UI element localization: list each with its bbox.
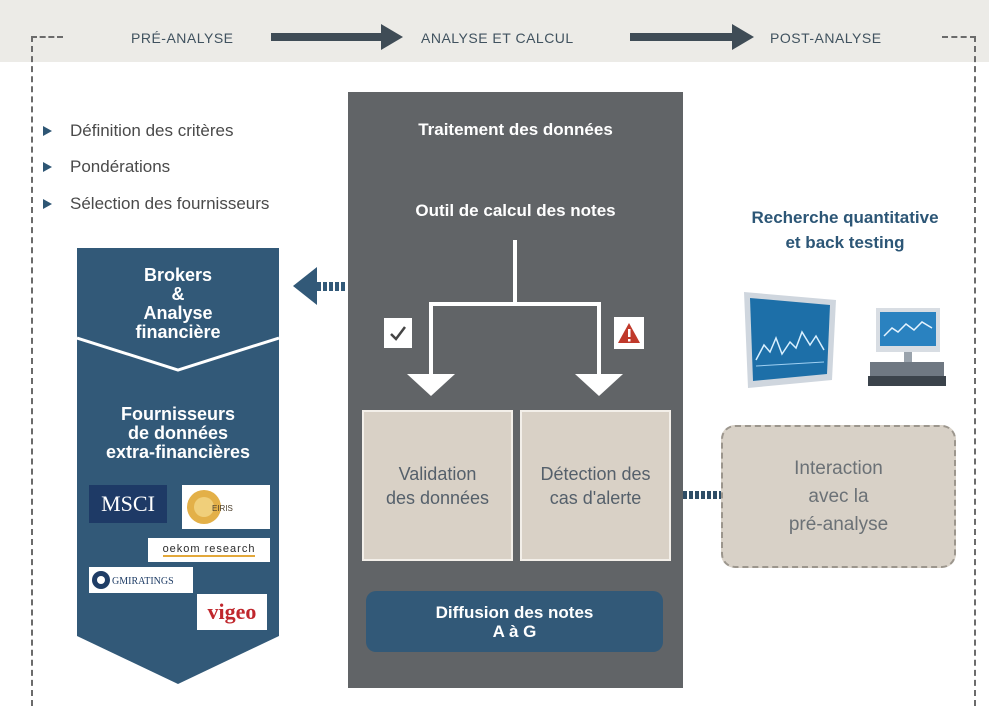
score-diffusion-box: Diffusion des notes A à G — [366, 591, 663, 652]
phase-pre-analyse: PRÉ-ANALYSE — [131, 30, 234, 46]
interaction-connector — [683, 491, 721, 499]
frame-left-tick — [31, 36, 63, 38]
providers-line: extra-financières — [105, 442, 251, 462]
validation-line: Validation — [398, 463, 477, 484]
interaction-line: pré-analyse — [788, 513, 889, 535]
detection-line: cas d'alerte — [549, 487, 642, 508]
phase-arrow-1-head — [381, 24, 403, 50]
detection-line: Détection des — [540, 463, 651, 484]
vigeo-logo-text: vigeo — [207, 599, 257, 624]
criteria-label: Définition des critères — [70, 121, 234, 140]
interaction-line: avec la — [808, 485, 869, 507]
brokers-line: Brokers — [143, 265, 213, 285]
gmi-logo-text: GMIRATINGS — [112, 576, 174, 587]
diffusion-line: Diffusion des notes — [435, 602, 594, 622]
eiris-logo: EIRIS — [182, 485, 270, 529]
diamond-bullet-icon — [43, 198, 52, 209]
phase-header-bar — [0, 0, 989, 62]
validation-box: Validation des données — [362, 410, 513, 561]
msci-logo-text: MSCI — [101, 491, 155, 516]
diffusion-line: A à G — [492, 621, 537, 641]
providers-line: Fournisseurs — [120, 404, 236, 424]
validation-text: Validation des données — [386, 462, 489, 510]
diamond-bullet-icon — [43, 161, 52, 172]
interaction-box: Interaction avec la pré-analyse — [721, 425, 956, 568]
brokers-label: Brokers & Analyse financière — [77, 266, 279, 342]
criteria-label: Sélection des fournisseurs — [70, 194, 270, 213]
eiris-logo-graphic: EIRIS — [187, 490, 233, 524]
eiris-logo-text: EIRIS — [212, 504, 233, 513]
msci-logo: MSCI — [89, 485, 167, 523]
data-processing-title: Traitement des données — [418, 120, 613, 139]
diamond-bullet-icon — [43, 125, 52, 136]
left-feedback-arrow — [293, 267, 345, 305]
vigeo-logo: vigeo — [197, 594, 267, 630]
detection-text: Détection des cas d'alerte — [540, 462, 650, 510]
data-processing-panel — [348, 92, 683, 688]
alert-detection-box: Détection des cas d'alerte — [520, 410, 671, 561]
frame-right-border — [974, 36, 976, 706]
criteria-item-2: Pondérations — [43, 157, 170, 177]
warning-icon — [614, 317, 644, 349]
providers-line: de données — [127, 423, 229, 443]
phase-post-analyse: POST-ANALYSE — [770, 30, 882, 46]
criteria-label: Pondérations — [70, 157, 171, 176]
validation-line: des données — [385, 487, 490, 508]
quant-research-title: Recherche quantitative et back testing — [705, 205, 985, 255]
brokers-line: financière — [135, 322, 221, 342]
criteria-item-1: Définition des critères — [43, 121, 233, 141]
workstation-icon — [868, 308, 946, 386]
phase-arrow-2-head — [732, 24, 754, 50]
frame-left-border — [31, 36, 33, 706]
oekom-logo-text: oekom research — [162, 543, 256, 557]
phase-analyse-calcul: ANALYSE ET CALCUL — [421, 30, 574, 46]
interaction-line: Interaction — [794, 457, 883, 479]
phase-arrow-1-shaft — [271, 33, 383, 41]
research-line: Recherche quantitative — [751, 208, 939, 227]
trading-monitor-icon — [744, 292, 836, 388]
oekom-logo: oekom research — [148, 538, 270, 562]
gmi-ratings-logo: GMIRATINGS — [89, 567, 193, 593]
phase-arrow-2-shaft — [630, 33, 734, 41]
checkmark-icon — [384, 318, 412, 348]
gmi-logo-graphic: GMIRATINGS — [92, 571, 174, 589]
score-tool-title: Outil de calcul des notes — [415, 201, 616, 220]
providers-label: Fournisseurs de données extra-financière… — [77, 405, 279, 462]
criteria-item-3: Sélection des fournisseurs — [43, 194, 269, 214]
brokers-line: Analyse — [143, 303, 213, 323]
brokers-line: & — [171, 284, 185, 304]
research-line: et back testing — [785, 233, 905, 252]
frame-right-tick — [942, 36, 976, 38]
branch-connector — [407, 240, 623, 396]
